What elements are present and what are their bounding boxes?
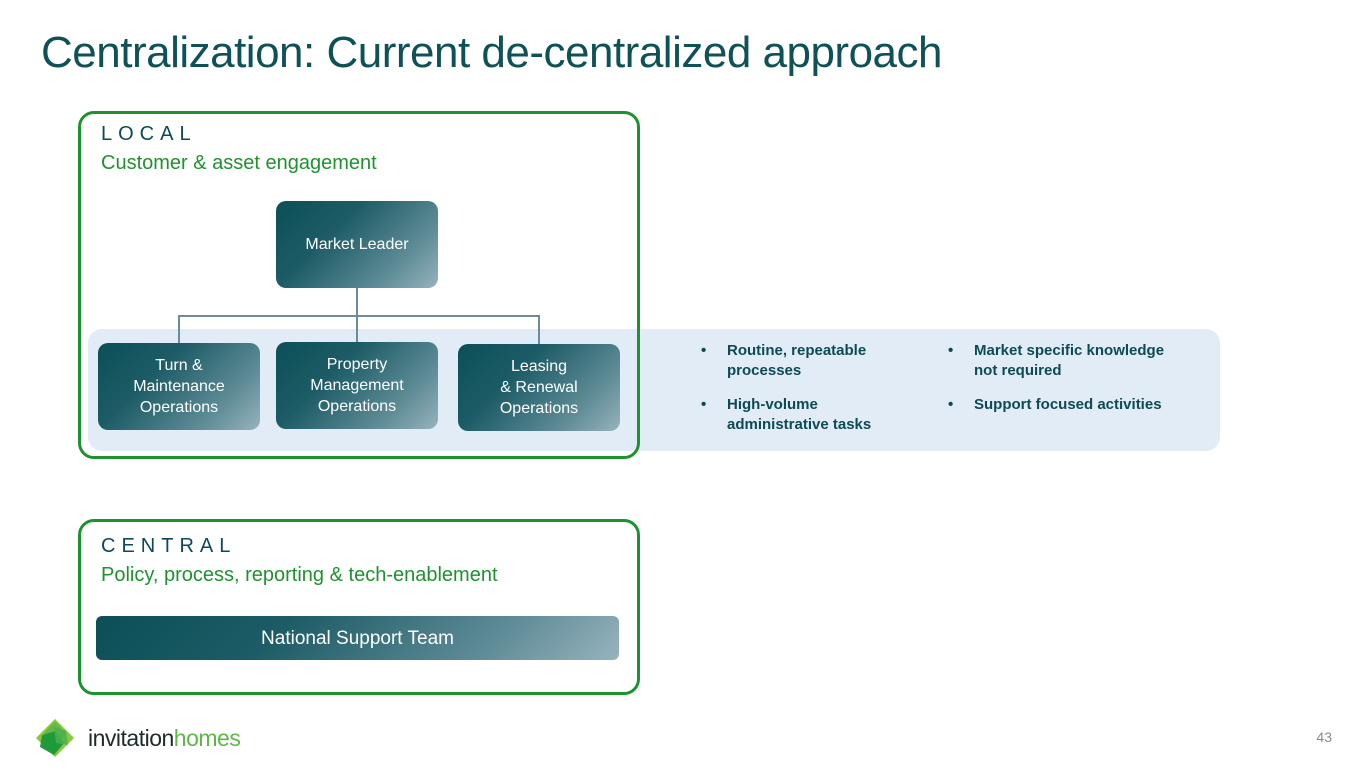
local-panel <box>78 111 640 459</box>
logo-wordmark: invitationhomes <box>88 724 241 752</box>
characteristics-column-1: • Routine, repeatable processes • High-v… <box>701 341 901 449</box>
connector-right <box>538 315 540 344</box>
bullet-item: • High-volume administrative tasks <box>701 395 901 435</box>
leasing-renewal-box: Leasing & Renewal Operations <box>458 344 620 431</box>
bullet-item: • Market specific knowledge not required <box>948 341 1188 381</box>
bullet-icon: • <box>948 342 954 359</box>
connector-left <box>178 315 180 343</box>
local-label: LOCAL <box>101 123 197 145</box>
bullet-text: High-volume administrative tasks <box>727 396 872 433</box>
logo-word-invitation: invitation <box>88 724 174 751</box>
bullet-text: Market specific knowledge not required <box>974 342 1165 379</box>
characteristics-column-2: • Market specific knowledge not required… <box>948 341 1188 429</box>
market-leader-box: Market Leader <box>276 201 438 288</box>
slide-title: Centralization: Current de-centralized a… <box>41 28 943 77</box>
bullet-item: • Routine, repeatable processes <box>701 341 901 381</box>
page-number: 43 <box>1316 729 1332 745</box>
national-support-team-box: National Support Team <box>96 616 619 660</box>
bullet-icon: • <box>948 396 954 413</box>
logo-word-homes: homes <box>173 724 241 751</box>
property-management-box: Property Management Operations <box>276 342 438 429</box>
central-label: CENTRAL <box>101 535 237 557</box>
turn-maintenance-box: Turn & Maintenance Operations <box>98 343 260 430</box>
bullet-text: Routine, repeatable processes <box>727 342 867 379</box>
bullet-icon: • <box>701 396 707 413</box>
connector-horizontal <box>178 315 540 317</box>
bullet-icon: • <box>701 342 707 359</box>
central-subtitle: Policy, process, reporting & tech-enable… <box>101 564 498 586</box>
local-subtitle: Customer & asset engagement <box>101 152 377 174</box>
company-logo: invitationhomes <box>34 717 241 759</box>
central-panel <box>78 519 640 695</box>
bullet-text: Support focused activities <box>974 396 1162 413</box>
logo-mark-icon <box>36 719 74 757</box>
bullet-item: • Support focused activities <box>948 395 1188 415</box>
